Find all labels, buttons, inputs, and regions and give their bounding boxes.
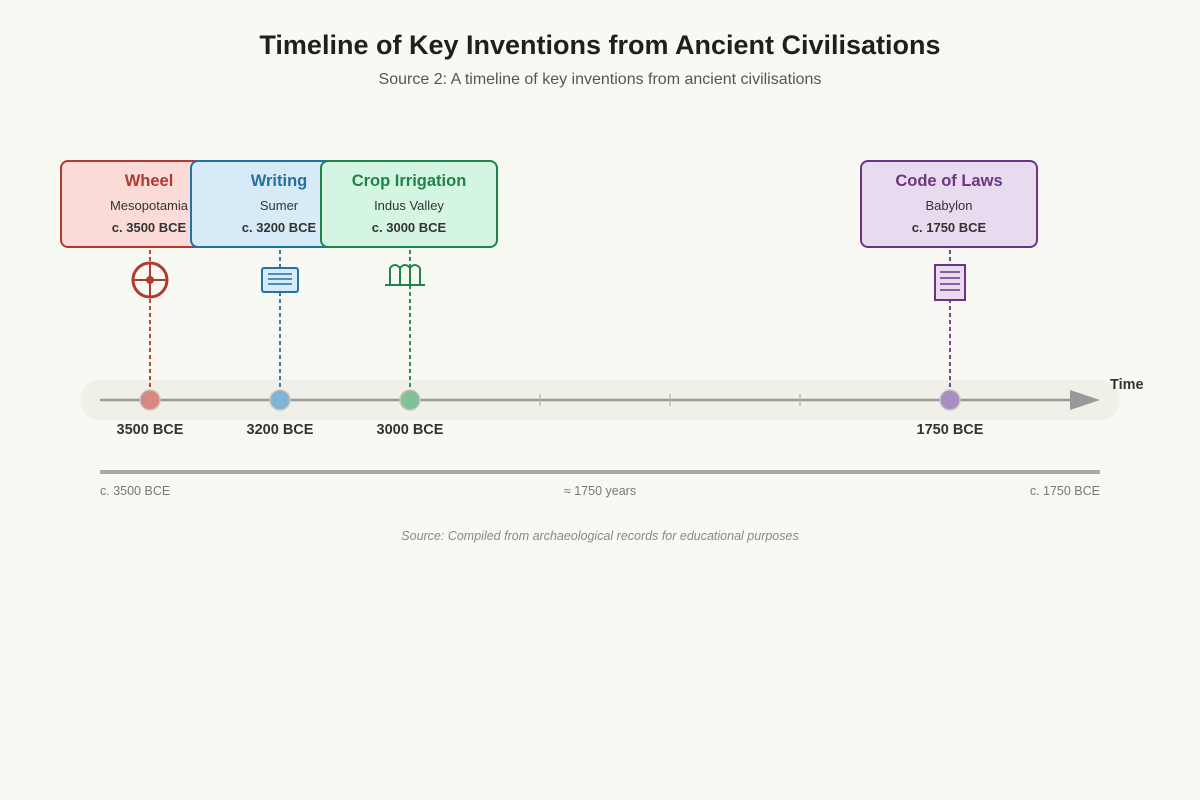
- axis-date-label: 3200 BCE: [246, 422, 314, 438]
- span-duration-label: ≈ 1750 years: [563, 484, 637, 498]
- event-marker[interactable]: [939, 389, 961, 411]
- axis-date-label: 3500 BCE: [116, 422, 184, 438]
- event-date: c. 3000 BCE: [371, 220, 447, 235]
- span-end-label: c. 1750 BCE: [1029, 484, 1100, 498]
- span-start-label: c. 3500 BCE: [100, 484, 171, 498]
- event-place: Sumer: [259, 198, 299, 213]
- wheel-icon: [131, 261, 169, 299]
- tablet-icon: [261, 267, 299, 293]
- page-subtitle: Source 2: A timeline of key inventions f…: [378, 71, 822, 88]
- event-marker[interactable]: [139, 389, 161, 411]
- event-place: Indus Valley: [374, 198, 444, 213]
- event-marker[interactable]: [399, 389, 421, 411]
- event-marker[interactable]: [269, 389, 291, 411]
- axis-arrow-icon: [1070, 390, 1100, 410]
- event-name: Code of Laws: [895, 172, 1003, 190]
- event-date: c. 3200 BCE: [241, 220, 317, 235]
- event-place: Mesopotamia: [109, 198, 189, 213]
- axis-date-label: 3000 BCE: [376, 422, 444, 438]
- axis-date-label: 1750 BCE: [916, 422, 984, 438]
- axis-title: Time: [1110, 377, 1144, 393]
- scroll-icon: [934, 264, 966, 301]
- page-title: Timeline of Key Inventions from Ancient …: [259, 30, 941, 60]
- source-note: Source: Compiled from archaeological rec…: [401, 529, 799, 543]
- event-place: Babylon: [925, 198, 973, 213]
- event-date: c. 1750 BCE: [911, 220, 987, 235]
- event-name: Crop Irrigation: [351, 172, 467, 190]
- irrigation-icon: [385, 264, 425, 286]
- event-name: Writing: [250, 172, 308, 190]
- event-date: c. 3500 BCE: [111, 220, 187, 235]
- event-name: Wheel: [124, 172, 174, 190]
